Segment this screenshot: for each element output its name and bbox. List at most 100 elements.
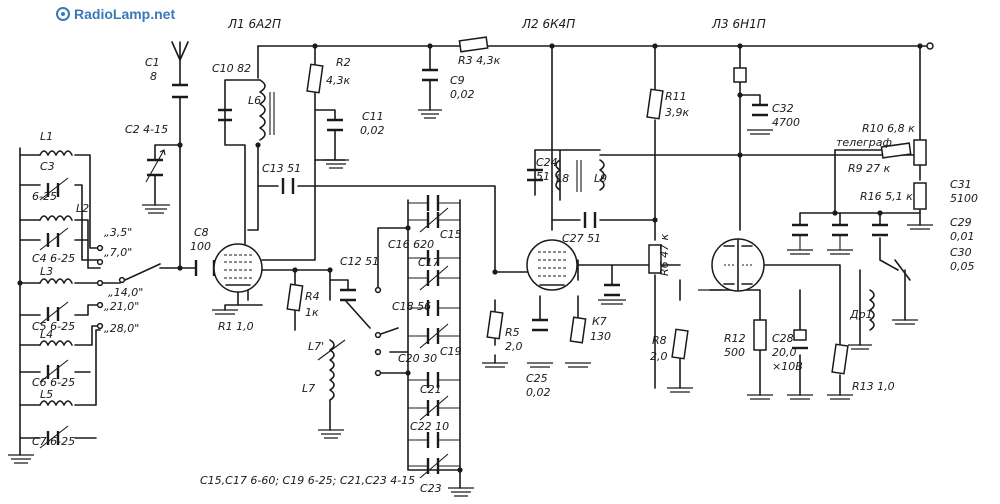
label-c11: С11: [362, 110, 384, 123]
label-c11v: 0,02: [360, 124, 385, 137]
label-r11v: 3,9к: [665, 106, 689, 119]
capacitor-c12: [340, 288, 356, 302]
resistor-r10: [913, 139, 927, 166]
brand-logo[interactable]: RadioLamp.net: [56, 6, 175, 22]
label-k7: К7: [592, 315, 607, 328]
label-c29v: 0,01: [950, 230, 975, 243]
label-r4: R4: [305, 290, 320, 303]
label-l1: L1: [40, 130, 53, 143]
label-c8: С8: [194, 226, 209, 239]
capacitor-c2: [147, 158, 163, 177]
label-r16: R16 5,1 к: [860, 190, 913, 203]
label-l4: L4: [40, 328, 53, 341]
label-c28v: 20,0: [772, 346, 797, 359]
label-c5: С5 6-25: [32, 320, 75, 333]
label-c20: С20 30: [398, 352, 437, 365]
capacitor-c10: [218, 108, 232, 122]
label-l7p: L7': [308, 340, 324, 353]
tube-l3-label: Л3 6Н1П: [711, 17, 766, 31]
tube-l2-label: Л2 6К4П: [521, 17, 575, 31]
band-28-0: „28,0": [104, 322, 139, 335]
resistor-r16: [913, 182, 927, 210]
label-r6: R6 47 к: [658, 233, 671, 276]
resistor-r5: [486, 310, 504, 340]
inductor-l1: [39, 150, 73, 156]
label-dr1: Др1: [849, 308, 873, 321]
label-c25: С25: [526, 372, 548, 385]
capacitor-c27: [583, 212, 597, 228]
label-c27: С27 51: [562, 232, 601, 245]
switches: [96, 42, 934, 377]
resistor-k7: [569, 316, 587, 344]
resistor-r8: [671, 328, 689, 360]
label-c16: С16 620: [388, 238, 434, 251]
label-c3: С3: [40, 160, 55, 173]
label-r4v: 1к: [305, 306, 319, 319]
label-c23: С23: [420, 482, 442, 495]
label-r12v: 500: [724, 346, 745, 359]
label-c3v: 6-25: [32, 190, 57, 203]
label-r8: R8: [652, 334, 667, 347]
label-c9: С9: [450, 74, 465, 87]
label-c2: С2 4-15: [125, 123, 168, 136]
capacitor-c25: [532, 318, 548, 332]
labels: Л1 6А2П Л2 6К4П Л3 6Н1П С10 82 L6 R2 4,3…: [32, 17, 978, 495]
label-c22: С22 10: [410, 420, 449, 433]
inductor-l4: [39, 340, 73, 346]
label-c12: С12 51: [340, 255, 379, 268]
label-c32: С32: [772, 102, 794, 115]
resistor-r13: [831, 343, 849, 375]
capacitor-c1: [172, 83, 188, 99]
label-r5: R5: [505, 326, 520, 339]
label-c28: С28: [772, 332, 794, 345]
resistor-r9: [880, 142, 912, 159]
resistor-r4: [286, 283, 304, 312]
label-telegraph: телеграф: [836, 136, 892, 149]
inductor-l9: [599, 159, 605, 191]
label-c25v: 0,02: [526, 386, 551, 399]
tube-l2: [526, 239, 578, 291]
tube-l1-label: Л1 6А2П: [227, 17, 281, 31]
label-c8v: 100: [190, 240, 211, 253]
resistor-r6: [648, 244, 662, 274]
label-r2v: 4,3к: [326, 74, 350, 87]
label-r10: R10 6,8 к: [862, 122, 915, 135]
label-r12: R12: [724, 332, 746, 345]
label-c19: С19: [440, 345, 462, 358]
label-l9: L9: [594, 172, 607, 185]
label-c1v: 8: [150, 70, 157, 83]
band-21-0: „21,0": [104, 300, 139, 313]
label-c10: С10 82: [212, 62, 251, 75]
label-c13: С13 51: [262, 162, 301, 175]
inductor-l2: [39, 215, 73, 221]
band-3-5: „3,5": [104, 226, 132, 239]
inductor-l5: [39, 400, 73, 406]
tube-l3: [711, 238, 765, 292]
label-c9v: 0,02: [450, 88, 475, 101]
label-c31: С31: [950, 178, 972, 191]
footer-note: С15,С17 6-60; С19 6-25; С21,С23 4-15: [200, 474, 415, 487]
label-c30v: 0,05: [950, 260, 975, 273]
label-r1: R1 1,0: [218, 320, 254, 333]
inductor-l3: [39, 278, 73, 284]
label-l2: L2: [76, 202, 89, 215]
label-r13: R13 1,0: [852, 380, 895, 393]
capacitor-c28: [793, 329, 807, 341]
inductor-l8: [555, 159, 561, 191]
capacitor-c30: [872, 223, 888, 237]
label-c6: С6 6-25: [32, 376, 75, 389]
label-l3: L3: [40, 265, 53, 278]
label-r9: R9 27 к: [848, 162, 891, 175]
ground-symbols: [8, 109, 933, 497]
label-c17: С17: [418, 256, 440, 269]
inductor-l6: [259, 79, 266, 141]
resistor-r2: [306, 63, 324, 94]
label-c7: С7 6-25: [32, 435, 75, 448]
capacitor-c9: [422, 68, 438, 82]
label-c4: С4 6-25: [32, 252, 75, 265]
band-7-0: „7,0": [104, 246, 132, 259]
label-r3: R3 4,3к: [458, 54, 501, 67]
band-14-0: „14,0": [108, 286, 143, 299]
capacitor-c8: [194, 260, 216, 276]
